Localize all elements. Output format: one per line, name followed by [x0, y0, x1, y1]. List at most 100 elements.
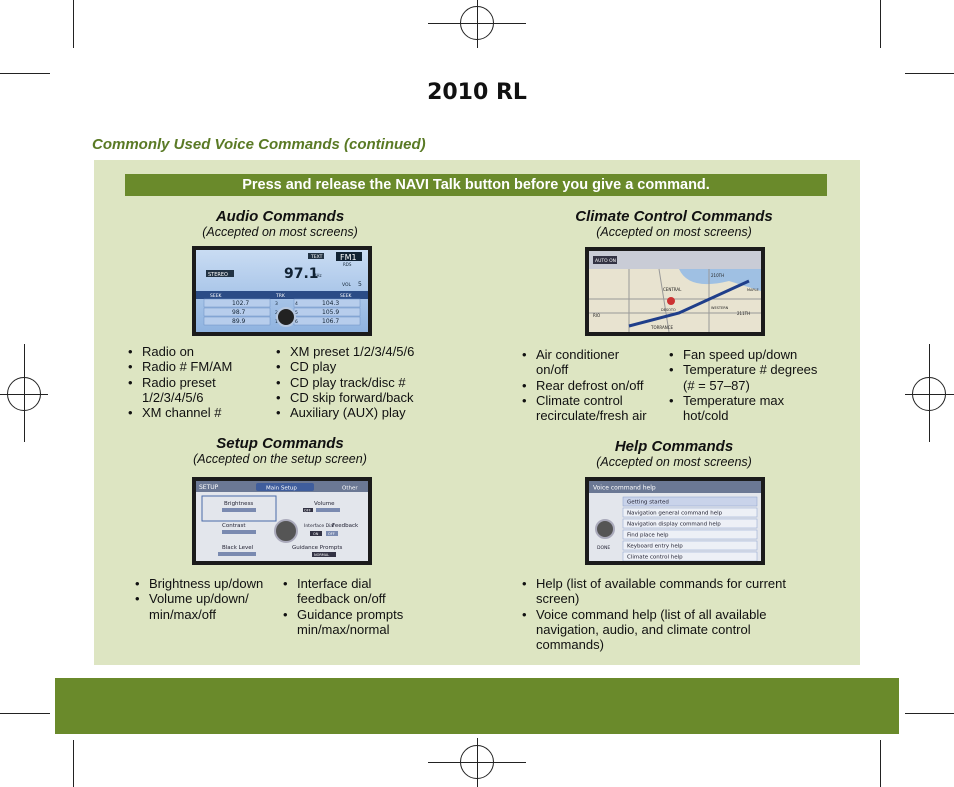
help-commands-title: Help Commands	[614, 438, 734, 455]
list-item: CD play	[276, 359, 446, 375]
climate-map-label: RIO	[593, 313, 600, 318]
climate-map-label: CENTRAL	[663, 287, 682, 292]
setup-normal: NORMAL	[314, 553, 329, 557]
audio-preset-right: 105.9	[322, 309, 339, 316]
setup-guidance-prompts: Guidance Prompts	[292, 545, 343, 551]
audio-preset-num-left: 1	[275, 319, 278, 325]
audio-preset-cell	[203, 298, 271, 308]
setup-commands-subtitle: (Accepted on the setup screen)	[193, 452, 367, 466]
section-heading: Commonly Used Voice Commands (continued)	[92, 136, 426, 153]
audio-commands-title: Audio Commands	[215, 208, 345, 225]
audio-preset-num-right: 5	[295, 310, 298, 316]
list-item: XM channel #	[128, 405, 268, 421]
setup-commands-list-1: Brightness up/down Volume up/down/ min/m…	[135, 576, 280, 622]
audio-preset-cell	[203, 307, 271, 317]
list-item: XM preset 1/2/3/4/5/6	[276, 344, 446, 360]
crop-mark	[880, 0, 881, 48]
audio-preset-left: 89.9	[232, 318, 246, 325]
audio-vol-label: VOL	[342, 282, 352, 288]
help-menu-item	[622, 540, 758, 551]
setup-off-tag-2: OFF	[328, 532, 335, 536]
help-menu-item-label: Navigation display command help	[627, 522, 721, 528]
climate-commands-title: Climate Control Commands	[575, 208, 773, 225]
crop-mark	[905, 394, 954, 395]
setup-label: SETUP	[199, 484, 219, 491]
crop-mark	[477, 0, 478, 48]
audio-rds: RDS	[343, 262, 352, 267]
setup-interface-dial: Interface Dial	[304, 523, 334, 529]
setup-feedback: Feedback	[332, 523, 359, 529]
audio-text-tag: TEXT	[310, 254, 323, 260]
document-title: 2010 RL	[427, 80, 527, 105]
list-item: Radio on	[128, 344, 268, 360]
help-menu-item-label: Keyboard entry help	[627, 544, 683, 550]
help-menu-item-label: Getting started	[627, 500, 669, 506]
list-item: Climate control recirculate/fresh air	[522, 393, 662, 424]
audio-commands-list-1: Radio on Radio # FM/AM Radio preset 1/2/…	[128, 344, 268, 421]
setup-volume: Volume	[314, 501, 335, 507]
setup-contrast: Contrast	[222, 523, 246, 529]
climate-auto-on: AUTO ON	[595, 258, 616, 264]
climate-map-label: 211TH	[737, 311, 750, 316]
instruction-banner: Press and release the NAVI Talk button b…	[125, 174, 827, 196]
list-item: Auxiliary (AUX) play	[276, 405, 446, 421]
footer-bar	[55, 678, 899, 734]
list-item: Temperature # degrees (# = 57–87)	[669, 362, 819, 393]
crop-mark	[428, 23, 526, 24]
help-menu-item-label: Navigation general command help	[627, 511, 723, 517]
list-item: CD skip forward/back	[276, 390, 446, 406]
help-menu-item	[622, 551, 758, 561]
audio-preset-cell	[203, 316, 271, 326]
setup-off-tag: OFF	[304, 509, 311, 513]
list-item: Guidance prompts min/max/normal	[283, 607, 418, 638]
audio-preset-right: 106.7	[322, 318, 339, 325]
setup-on-tag: ON	[313, 532, 319, 536]
help-menu-item	[622, 529, 758, 540]
climate-map-label: TORRANCE	[650, 325, 674, 330]
setup-screen-image: SETUP Main Setup Other Brightness Volume…	[192, 477, 372, 565]
crop-mark	[0, 394, 48, 395]
climate-screen-image: AUTO ON CENTRAL DESOTO TORRANCE RIO 210T…	[585, 247, 765, 336]
setup-tab-main: Main Setup	[266, 486, 297, 492]
audio-preset-left: 102.7	[232, 300, 249, 307]
list-item: Volume up/down/ min/max/off	[135, 591, 265, 622]
list-item: Temperature max hot/cold	[669, 393, 794, 424]
help-menu-item	[622, 507, 758, 518]
audio-commands-list-2: XM preset 1/2/3/4/5/6 CD play CD play tr…	[276, 344, 446, 421]
help-screen-header: Voice command help	[593, 485, 656, 492]
audio-preset-num-right: 6	[295, 319, 298, 325]
audio-unit: MHz	[313, 273, 322, 278]
crop-mark	[73, 0, 74, 48]
audio-commands-subtitle: (Accepted on most screens)	[202, 225, 358, 239]
audio-trk: TRK	[275, 293, 286, 299]
audio-band: FM1	[340, 253, 357, 262]
list-item: CD play track/disc #	[276, 375, 446, 391]
list-item: Fan speed up/down	[669, 347, 829, 363]
audio-preset-num-right: 4	[295, 301, 298, 307]
list-item: Radio # FM/AM	[128, 359, 268, 375]
help-menu-item-label: Climate control help	[627, 555, 683, 561]
list-item: Brightness up/down	[135, 576, 280, 592]
audio-seek-right: SEEK	[340, 293, 353, 299]
help-menu-item-label: Find place help	[627, 533, 669, 539]
climate-commands-list-2: Fan speed up/down Temperature # degrees …	[669, 347, 829, 423]
climate-map-label: 210TH	[711, 273, 724, 278]
crop-mark	[905, 73, 954, 74]
setup-commands-list-2: Interface dial feedback on/off Guidance …	[283, 576, 433, 637]
audio-preset-num-left: 2	[275, 310, 278, 316]
help-menu-item	[622, 496, 758, 507]
audio-seek-left: SEEK	[210, 293, 223, 299]
list-item: Interface dial feedback on/off	[283, 576, 393, 607]
list-item: Voice command help (list of all availabl…	[522, 607, 812, 653]
audio-screen-image: TEXT FM1 RDS STEREO 97.1 MHz VOL 5 SEEK …	[192, 246, 372, 336]
audio-preset-cell	[293, 298, 361, 308]
help-commands-list: Help (list of available commands for cur…	[522, 576, 822, 652]
list-item: Air conditioner on/off	[522, 347, 632, 378]
setup-black-level: Black Level	[222, 545, 254, 551]
crop-mark	[73, 740, 74, 787]
crop-mark	[428, 762, 526, 763]
crop-mark	[880, 740, 881, 787]
crop-mark	[24, 344, 25, 442]
audio-vol-value: 5	[358, 281, 362, 288]
